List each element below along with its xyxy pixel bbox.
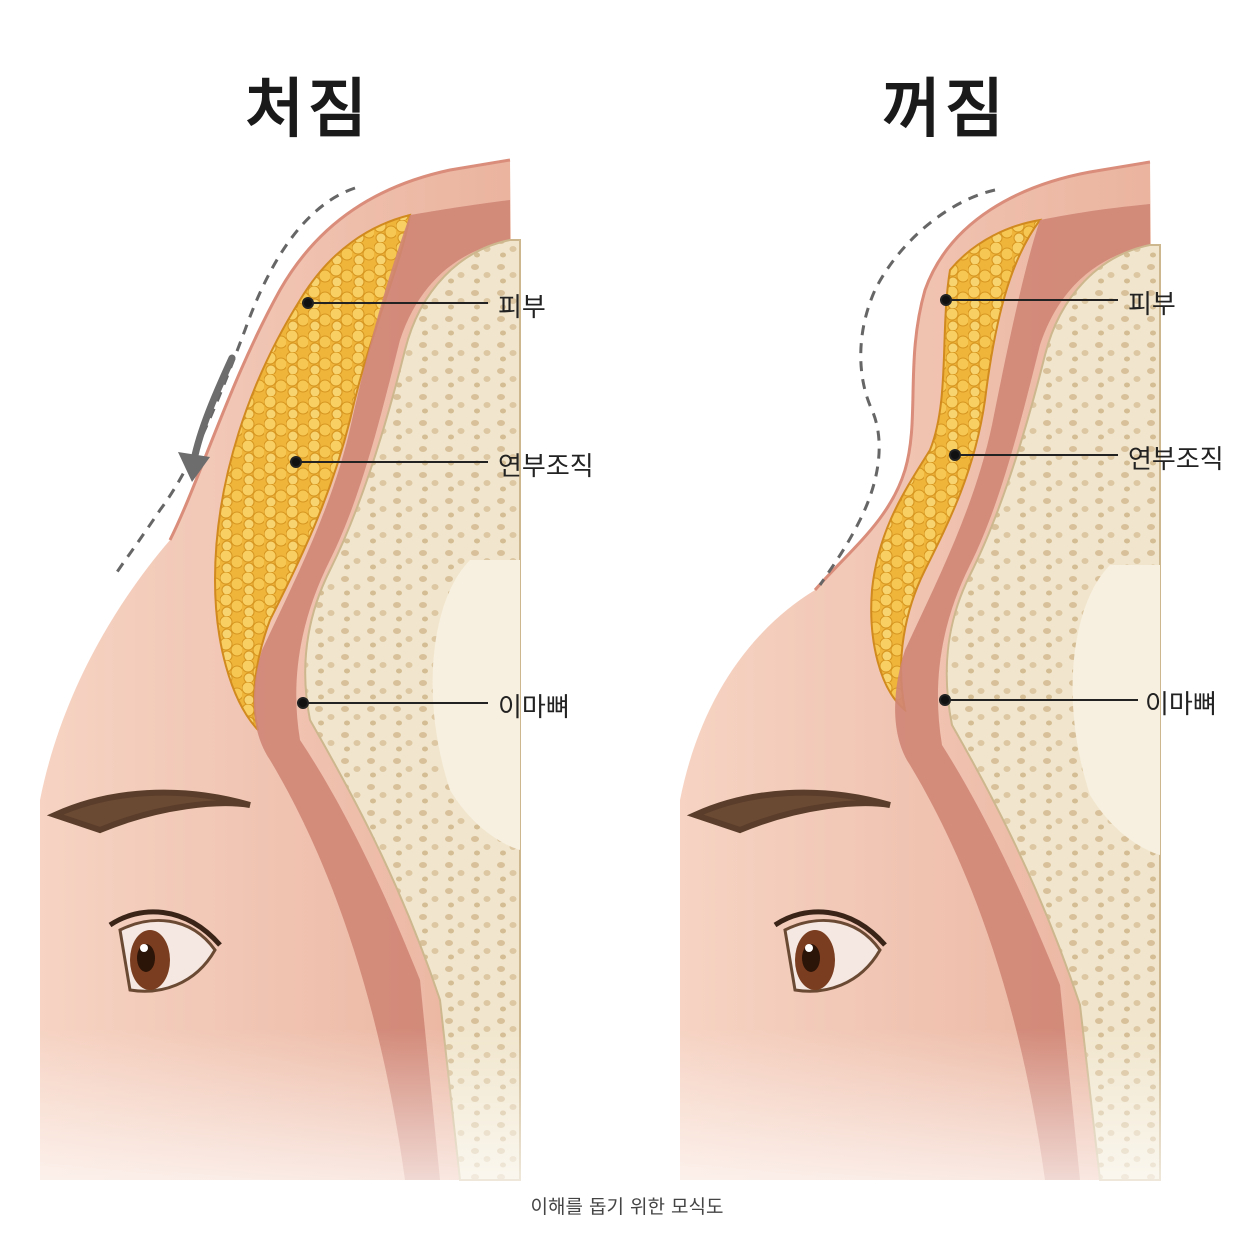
label-bone-right: 이마뼈 — [1145, 690, 1217, 720]
label-skin-right: 피부 — [1128, 290, 1176, 320]
caption: 이해를 돕기 위한 모식도 — [530, 1196, 724, 1218]
label-soft-tissue-right: 연부조직 — [1128, 445, 1224, 475]
label-skin-left: 피부 — [498, 293, 546, 323]
panel-title-hollow: 꺼짐 — [882, 72, 1008, 147]
label-bone-left: 이마뼈 — [498, 693, 570, 723]
leader-lines — [290, 294, 1138, 709]
label-soft-tissue-left: 연부조직 — [498, 452, 594, 482]
panel-title-sagging: 처짐 — [245, 72, 371, 147]
